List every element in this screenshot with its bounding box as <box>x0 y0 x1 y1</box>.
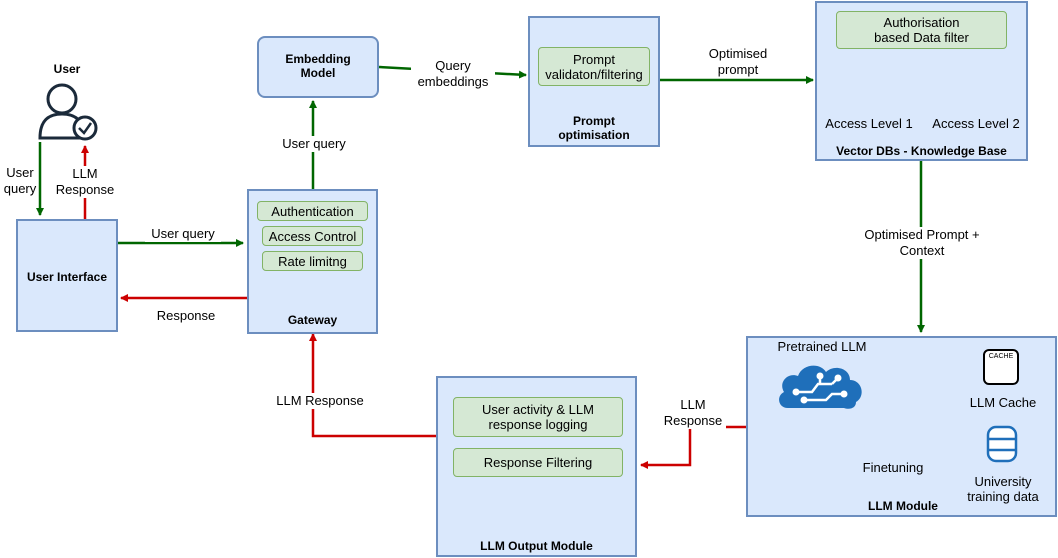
llm-cache-label: LLM Cache <box>969 395 1037 410</box>
pretrained-llm-label: Pretrained LLM <box>777 339 867 354</box>
edge-label-user-query-down: User query <box>2 165 38 197</box>
activity-logging-item: User activity & LLM response logging <box>453 397 623 437</box>
training-data-label: University training data <box>967 474 1039 504</box>
edge-label-output-to-gateway: LLM Response <box>270 393 370 409</box>
prompt-optimisation-title: Prompt optimisation <box>558 114 630 142</box>
prompt-validation-item: Prompt validaton/filtering <box>538 47 650 86</box>
gateway-title: Gateway <box>287 313 338 327</box>
embedding-model-box[interactable]: Embedding Model <box>257 36 379 98</box>
llm-output-module-box[interactable]: User activity & LLM response logging Res… <box>436 376 637 557</box>
authorisation-filter-item: Authorisation based Data filter <box>836 11 1007 49</box>
edge-label-llm-to-output: LLM Response <box>660 397 726 429</box>
arrow-output-to-gateway <box>309 333 436 438</box>
edge-label-embedding-to-prompt: Query embeddings <box>411 58 495 90</box>
response-filtering-item: Response Filtering <box>453 448 623 477</box>
cache-icon-text: CACHE <box>988 353 1014 360</box>
training-data-database-icon <box>986 425 1018 463</box>
llm-module-title: LLM Module <box>868 499 938 513</box>
edge-label-prompt-to-vector: Optimised prompt <box>700 46 776 78</box>
gateway-item-access-control: Access Control <box>262 226 363 246</box>
finetuning-label: Finetuning <box>862 460 924 475</box>
llm-output-module-title: LLM Output Module <box>480 539 593 553</box>
edge-label-gateway-to-embedding: User query <box>276 136 352 152</box>
embedding-model-title: Embedding Model <box>285 52 351 80</box>
edge-label-vector-to-llm: Optimised Prompt + Context <box>862 227 982 259</box>
access-level-2-label: Access Level 2 <box>932 116 1020 131</box>
gateway-item-authentication: Authentication <box>257 201 368 221</box>
arrow-llm-to-output <box>640 425 746 469</box>
access-level-1-label: Access Level 1 <box>825 116 913 131</box>
edge-label-ui-to-gateway: User query <box>145 226 221 242</box>
user-interface-title: User Interface <box>26 270 108 284</box>
user-interface-box[interactable]: User Interface <box>16 219 118 332</box>
gateway-box[interactable]: Authentication Access Control Rate limit… <box>247 189 378 334</box>
cache-icon: CACHE <box>983 349 1019 385</box>
vector-db-box[interactable]: Authorisation based Data filter Access L… <box>815 1 1028 161</box>
prompt-optimisation-box[interactable]: Prompt validaton/filtering Prompt optimi… <box>528 16 660 147</box>
user-icon <box>38 83 98 141</box>
pretrained-llm-icon <box>779 365 862 409</box>
edge-label-gateway-to-ui: Response <box>156 308 216 323</box>
user-label: User <box>53 62 81 76</box>
vector-db-title: Vector DBs - Knowledge Base <box>836 144 1007 158</box>
gateway-item-rate-limiting: Rate limitng <box>262 251 363 271</box>
edge-label-llm-response-up: LLM Response <box>52 166 118 198</box>
